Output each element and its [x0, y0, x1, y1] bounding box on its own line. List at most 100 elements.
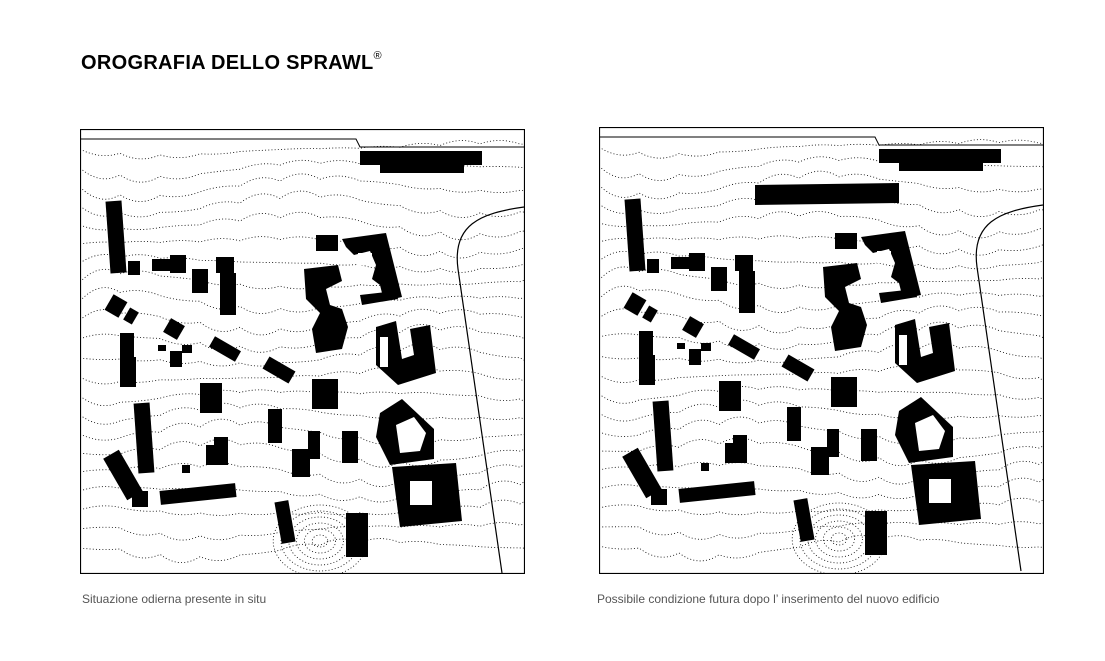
contour-line	[80, 480, 525, 503]
building-footprint	[268, 409, 282, 443]
map-frame	[599, 127, 1044, 574]
hill-contour	[303, 528, 336, 554]
contour-line	[80, 211, 525, 241]
building-footprint	[827, 429, 839, 457]
building-footprint	[639, 355, 655, 385]
building-footprint	[823, 263, 867, 351]
building-footprint	[120, 357, 136, 387]
building-footprint	[622, 447, 662, 499]
contour-line	[80, 343, 525, 367]
hill-contour	[815, 520, 863, 558]
building-footprint	[733, 435, 747, 445]
building-footprint	[711, 267, 727, 291]
building-footprint	[787, 407, 801, 441]
building-footprint	[376, 321, 436, 385]
building-footprint	[865, 511, 887, 555]
contour-line	[599, 235, 1044, 256]
building-footprint	[159, 483, 237, 505]
hill-contour	[822, 526, 855, 552]
building-footprint	[861, 429, 877, 461]
building-footprint	[182, 345, 192, 353]
contour-line	[80, 324, 525, 353]
contour-line	[80, 308, 525, 336]
contour-line	[599, 156, 1044, 181]
hill-contour	[288, 516, 352, 566]
building-footprint	[214, 437, 228, 447]
hill-contour	[807, 514, 871, 564]
caption-future: Possibile condizione futura dopo l’ inse…	[597, 592, 940, 606]
contour-line	[599, 535, 1044, 562]
building-footprint	[120, 333, 134, 359]
building-footprint	[170, 255, 186, 273]
building-footprint	[701, 463, 709, 471]
building-footprint	[677, 343, 685, 349]
contour-line	[599, 497, 1044, 516]
site-plan-current	[80, 129, 525, 574]
building-footprint	[671, 257, 691, 269]
building-footprint	[262, 356, 296, 384]
building-footprint	[781, 354, 815, 382]
building-footprint	[192, 269, 208, 293]
contour-line	[80, 140, 525, 160]
site-plan-future-svg	[599, 127, 1044, 574]
registered-mark: ®	[373, 50, 382, 63]
curved-road	[456, 206, 525, 574]
contour-line	[80, 538, 525, 563]
page-title-text: OROGRAFIA DELLO SPRAWL	[81, 52, 374, 74]
page-title: OROGRAFIA DELLO SPRAWL®	[81, 50, 382, 75]
courtyard	[410, 481, 432, 505]
building-footprint	[304, 265, 348, 353]
courtyard	[877, 251, 891, 263]
contour-line	[80, 173, 525, 202]
courtyard	[358, 253, 372, 265]
building-footprint	[879, 289, 917, 303]
building-footprint	[292, 449, 310, 477]
building-footprint	[342, 431, 358, 463]
building-footprint	[701, 343, 711, 351]
contour-line	[599, 341, 1044, 364]
building-footprint	[793, 498, 815, 542]
contour-line	[599, 250, 1044, 270]
building-footprint	[835, 233, 857, 249]
building-footprint	[811, 447, 829, 475]
building-footprint	[182, 465, 190, 473]
contour-line	[599, 285, 1044, 313]
site-boundary-line	[80, 138, 524, 148]
contour-line	[599, 365, 1044, 383]
building-footprint	[861, 231, 921, 299]
building-footprint	[216, 257, 234, 273]
building-top-right	[879, 149, 1001, 171]
building-footprint	[133, 402, 155, 474]
building-footprint	[220, 273, 236, 315]
building-footprint	[725, 443, 747, 463]
building-footprint	[651, 489, 667, 505]
contour-line	[80, 462, 525, 487]
building-footprint	[209, 336, 241, 362]
building-footprint	[735, 255, 753, 271]
building-footprint	[623, 292, 647, 316]
site-plan-future	[599, 127, 1044, 574]
caption-current: Situazione odierna presente in situ	[82, 592, 267, 606]
contour-line	[80, 190, 525, 218]
building-footprint	[274, 500, 296, 544]
building-footprint	[624, 198, 646, 272]
building-footprint	[652, 400, 674, 472]
courtyard	[380, 337, 388, 367]
courtyard	[396, 417, 426, 453]
building-footprint	[132, 491, 148, 507]
building-footprint	[158, 345, 166, 351]
building-footprint	[206, 445, 228, 465]
contour-line	[599, 477, 1044, 500]
building-footprint	[647, 259, 659, 273]
courtyard	[899, 335, 907, 365]
contour-line	[80, 522, 525, 541]
contour-line	[80, 366, 525, 385]
building-footprint	[103, 449, 143, 501]
building-footprint	[170, 351, 182, 367]
building-footprint	[105, 200, 127, 274]
building-footprint	[316, 235, 338, 251]
new-building	[755, 183, 899, 205]
building-footprint	[104, 294, 128, 318]
courtyard	[915, 415, 945, 451]
building-footprint	[128, 261, 140, 275]
